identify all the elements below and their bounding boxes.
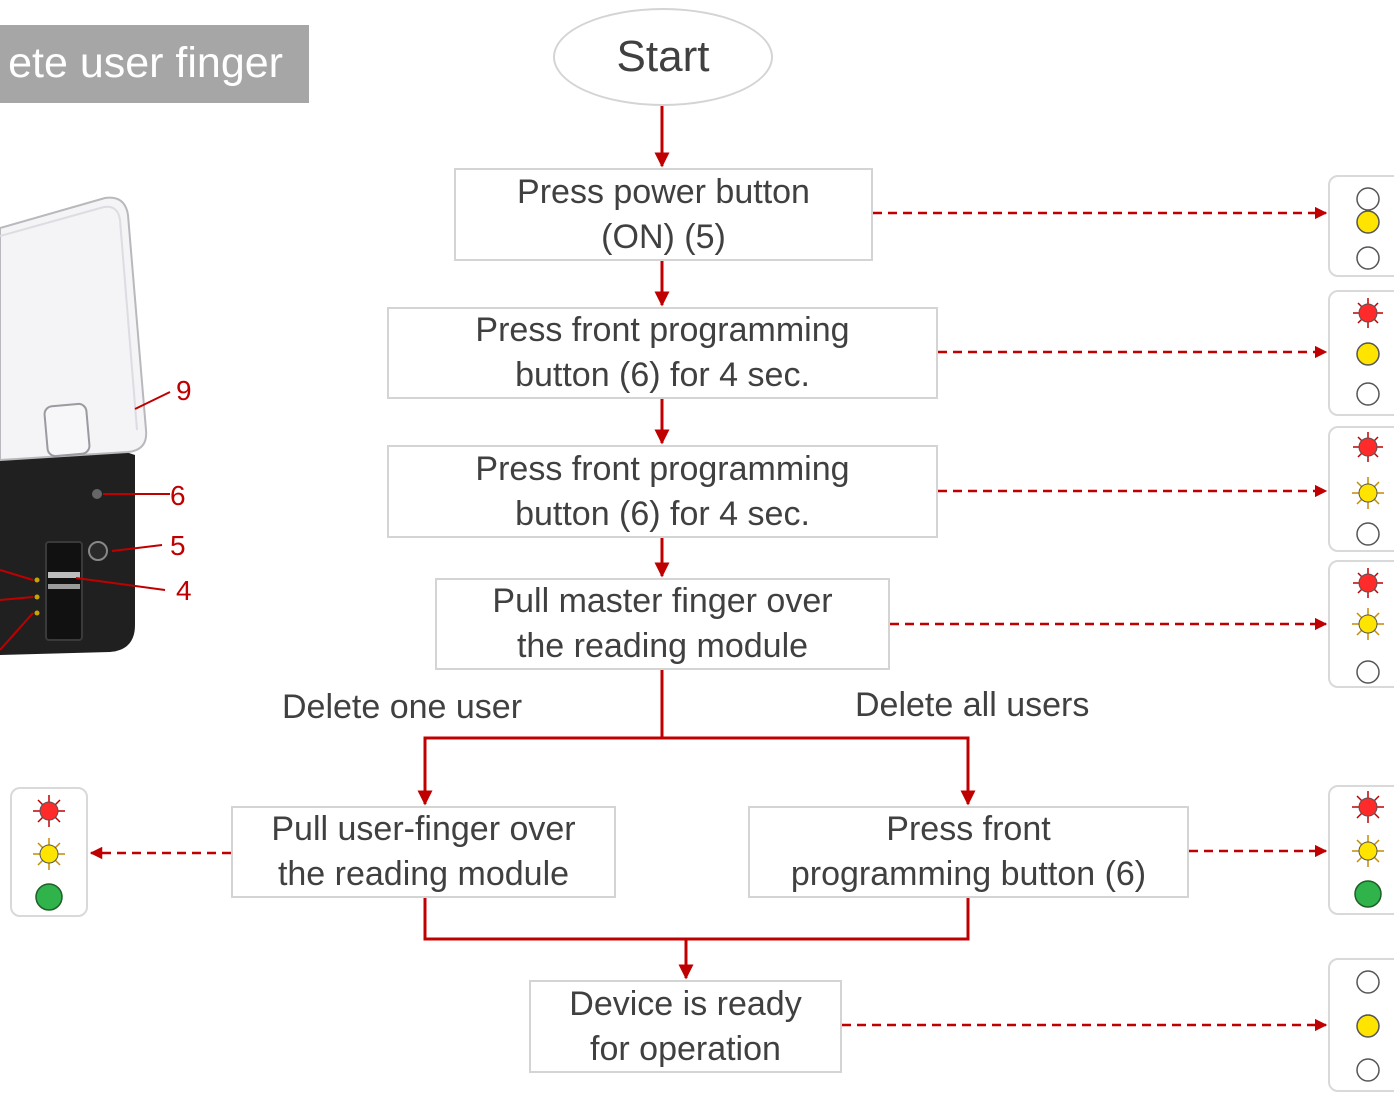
yellow-led-blinking	[39, 844, 59, 864]
led-panel-delete-one	[10, 787, 88, 917]
yellow-led-on	[1356, 210, 1380, 234]
yellow-led-blinking	[1358, 614, 1378, 634]
step-press-power: Press power button (ON) (5)	[454, 168, 873, 261]
red-led-blinking	[1358, 437, 1378, 457]
red-led-off	[1356, 187, 1380, 211]
led-panel-prog2	[1328, 426, 1394, 552]
step-user-finger: Pull user-finger over the reading module	[231, 806, 616, 898]
step-press-programming-1: Press front programming button (6) for 4…	[387, 307, 938, 399]
green-led-off	[1356, 660, 1380, 684]
yellow-led-on	[1356, 342, 1380, 366]
green-led-on	[1354, 880, 1382, 908]
yellow-led-on	[1356, 1014, 1380, 1038]
page-title-banner: ete user finger	[0, 25, 309, 103]
red-led-blinking	[1358, 303, 1378, 323]
green-led-on	[35, 883, 63, 911]
led-panel-prog1	[1328, 290, 1394, 416]
yellow-led-blinking	[1358, 841, 1378, 861]
callout-5: 5	[170, 530, 186, 561]
branch-label-delete-one: Delete one user	[282, 688, 523, 726]
branch-label-delete-all: Delete all users	[855, 686, 1090, 724]
programming-button-graphic	[92, 489, 102, 499]
green-led-off	[1356, 382, 1380, 406]
device-illustration	[0, 196, 171, 655]
green-led-off	[1356, 246, 1380, 270]
callout-6: 6	[170, 480, 186, 511]
step-press-front: Press front programming button (6)	[748, 806, 1189, 898]
led-panel-ready	[1328, 958, 1394, 1092]
led-panel-power	[1328, 175, 1394, 277]
step-device-ready: Device is ready for operation	[529, 980, 842, 1073]
led-panel-master	[1328, 560, 1394, 688]
red-led-off	[1356, 970, 1380, 994]
page-title: ete user finger	[8, 39, 283, 87]
led-panel-delete-all	[1328, 785, 1394, 915]
green-led-off	[1356, 1058, 1380, 1082]
green-led-off	[1356, 522, 1380, 546]
step-press-programming-2: Press front programming button (6) for 4…	[387, 445, 938, 538]
red-led-blinking	[1358, 797, 1378, 817]
callout-9: 9	[176, 375, 192, 406]
yellow-led-blinking	[1358, 483, 1378, 503]
step-master-finger: Pull master finger over the reading modu…	[435, 578, 890, 670]
red-led-blinking	[39, 801, 59, 821]
start-node: Start	[553, 8, 773, 106]
red-led-blinking	[1358, 573, 1378, 593]
callout-4: 4	[176, 575, 192, 606]
